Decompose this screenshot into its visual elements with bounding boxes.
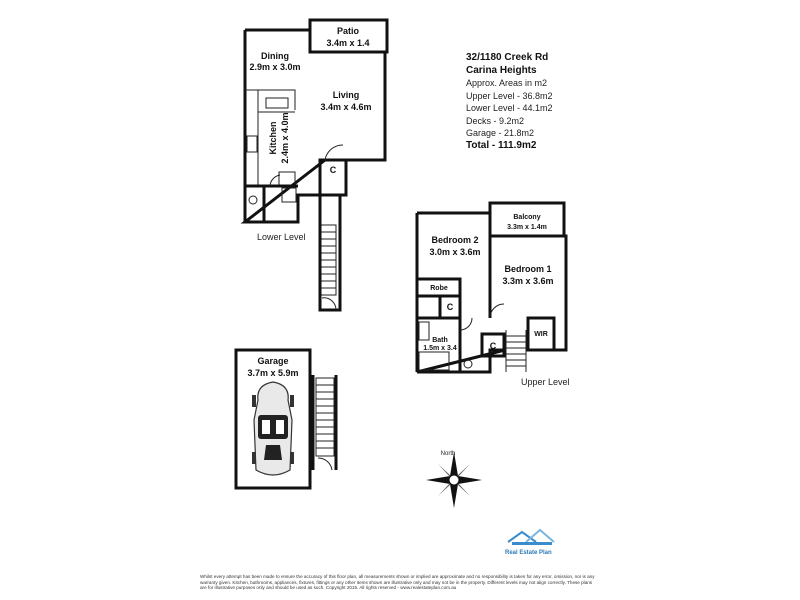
wir-label: WIR: [534, 331, 548, 338]
door-arc: [489, 303, 505, 319]
upper-cupboard-2: [480, 332, 506, 358]
bedroom2-label: Bedroom 2: [431, 235, 478, 245]
bedroom2-dims: 3.0m x 3.6m: [429, 247, 480, 257]
disclaimer-text: Whilst every attempt has been made to en…: [200, 574, 595, 591]
door-arc: [324, 144, 344, 161]
property-info: 32/1180 Creek Rd Carina Heights Approx. …: [466, 52, 606, 152]
logo-icon: [507, 528, 555, 545]
garage-stairs: [311, 375, 338, 471]
compass-label: North: [441, 451, 456, 457]
car-icon: [252, 381, 294, 476]
sink: [265, 97, 289, 109]
patio-dims: 3.4m x 1.4: [326, 38, 369, 48]
garage-room: [234, 348, 312, 490]
bedroom1-dims: 3.3m x 3.6m: [502, 276, 553, 286]
toilet-upper: [463, 359, 473, 369]
bath-label: Bath: [432, 337, 448, 344]
upper-level-plan: [415, 201, 568, 374]
patio-room: [308, 18, 389, 54]
living-dims: 3.4m x 4.6m: [320, 102, 371, 112]
lower-level-plan: [240, 18, 389, 312]
logo-text: Real Estate Plan: [505, 550, 552, 556]
vanity: [418, 321, 430, 341]
bathtub: [418, 351, 450, 371]
patio-label: Patio: [337, 26, 360, 36]
door-arc: [269, 174, 281, 187]
kitchen-wall: [245, 184, 298, 222]
areas-heading: Approx. Areas in m2: [466, 78, 548, 88]
wir-room: [526, 316, 556, 352]
area-garage: Garage - 21.8m2: [466, 128, 535, 138]
lower-cupboard: [318, 158, 348, 197]
stove: [246, 135, 258, 153]
robe-label: Robe: [430, 285, 448, 292]
area-decks: Decks - 9.2m2: [466, 115, 525, 126]
bedroom1-label: Bedroom 1: [504, 264, 551, 274]
lower-level-label: Lower Level: [257, 232, 306, 242]
garage-label: Garage: [257, 356, 288, 366]
upper-level-label: Upper Level: [521, 377, 570, 387]
upper-stairs: [505, 330, 527, 372]
garage-plan: [234, 348, 338, 490]
upper-cupboard-1-label: C: [447, 302, 454, 312]
balcony-dims: 3.3m x 1.4m: [507, 224, 547, 231]
door-arc: [459, 317, 473, 331]
living-label: Living: [333, 90, 360, 100]
compass-icon: [426, 452, 482, 508]
upper-cupboard-2-label: C: [490, 341, 497, 351]
garage-dims: 3.7m x 5.9m: [247, 368, 298, 378]
laundry: [281, 187, 297, 203]
kitchen-label: Kitchen: [268, 121, 278, 154]
dining-label: Dining: [261, 51, 289, 61]
lower-stairs: [318, 195, 342, 312]
bath-dims: 1.5m x 3.4: [423, 345, 457, 352]
address-line2: Carina Heights: [466, 64, 537, 76]
area-upper: Upper Level - 36.8m2: [466, 90, 553, 101]
dining-dims: 2.9m x 3.0m: [249, 62, 300, 72]
kitchen-counter: [245, 89, 296, 185]
toilet: [248, 195, 258, 205]
balcony-label: Balcony: [513, 214, 540, 221]
kitchen-dims: 2.4m x 4.0m: [280, 112, 290, 163]
area-total: Total - 111.9m2: [466, 139, 537, 151]
address-line1: 32/1180 Creek Rd: [466, 52, 549, 63]
area-lower: Lower Level - 44.1m2: [466, 103, 553, 113]
bath-wall: [417, 316, 462, 372]
lower-cupboard-label: C: [330, 165, 337, 175]
